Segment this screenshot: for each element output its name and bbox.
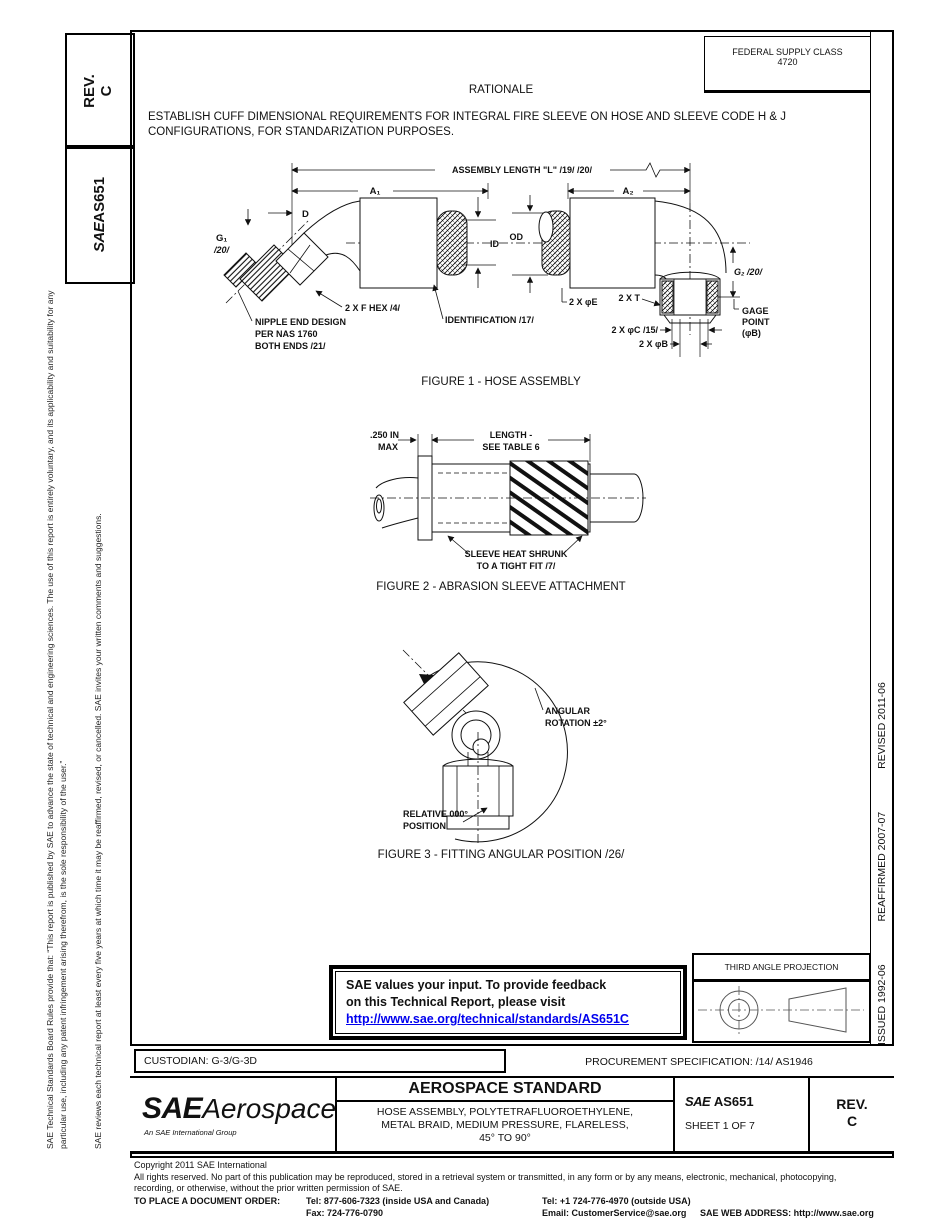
rights-line1: All rights reserved. No part of this pub… xyxy=(134,1171,837,1182)
federal-supply-class-code: 4720 xyxy=(777,57,798,67)
fig1-label-nipple3: BOTH ENDS /21/ xyxy=(255,341,326,351)
feedback-link[interactable]: http://www.sae.org/technical/standards/A… xyxy=(346,1012,629,1026)
main-frame xyxy=(130,30,894,1158)
fig1-label-g1-ref: /20/ xyxy=(213,245,231,255)
footer: Copyright 2011 SAE International All rig… xyxy=(134,1160,894,1224)
fig2-label-sleeve1: SLEEVE HEAT SHRUNK xyxy=(465,549,568,559)
fig1-label-nipple2: PER NAS 1760 xyxy=(255,329,318,339)
rationale-text: ESTABLISH CUFF DIMENSIONAL REQUIREMENTS … xyxy=(148,111,786,138)
fig1-label-t: 2 X T xyxy=(618,293,640,303)
doc-number-sae-logo: SAE xyxy=(685,1094,711,1109)
fig1-label-assembly-length: ASSEMBLY LENGTH "L" /19/ /20/ xyxy=(452,165,593,175)
rationale-heading: RATIONALE xyxy=(468,84,534,96)
right-sidebar-divider xyxy=(870,30,871,1046)
third-angle-symbol xyxy=(698,986,864,1034)
fig1-label-od: OD xyxy=(510,232,524,242)
third-angle-projection-title: THIRD ANGLE PROJECTION xyxy=(694,955,869,982)
sidebar-review-note: SAE reviews each technical report at lea… xyxy=(90,287,106,1149)
rev-cell-value: C xyxy=(846,1113,858,1129)
custodian-cell: CUSTODIAN: G-3/G-3D xyxy=(134,1049,506,1073)
sae-logo-small: SAE xyxy=(91,222,108,253)
email-address: Email: CustomerService@sae.org xyxy=(542,1208,687,1218)
fig1-label-phi-c: 2 X φC /15/ xyxy=(612,325,659,335)
fig1-label-gage2: POINT xyxy=(742,317,770,327)
fig1-label-gage1: GAGE xyxy=(742,306,769,316)
rev-cell-label: REV. xyxy=(836,1096,868,1112)
aerospace-standard-heading: AEROSPACE STANDARD xyxy=(337,1078,673,1102)
figure2-caption: FIGURE 2 - ABRASION SLEEVE ATTACHMENT xyxy=(376,581,626,593)
title-block: SAEAerospace An SAE International Group … xyxy=(130,1078,894,1154)
fig1-label-hex: 2 X F HEX /4/ xyxy=(345,303,401,313)
rev-box: REV.C xyxy=(65,33,135,149)
custodian-row: CUSTODIAN: G-3/G-3D PROCUREMENT SPECIFIC… xyxy=(130,1044,894,1078)
document-subtitle-line1: HOSE ASSEMBLY, POLYTETRAFLUOROETHYLENE, xyxy=(376,1106,634,1118)
sae-aerospace-logo-sae: SAE xyxy=(142,1092,203,1125)
sae-aerospace-logo-tagline: An SAE International Group xyxy=(144,1128,237,1137)
third-angle-projection-box: THIRD ANGLE PROJECTION xyxy=(692,953,871,1043)
fig3-label-angular2: ROTATION ±2° xyxy=(545,718,607,728)
figure2-drawing: .250 IN MAX LENGTH - SEE TABLE 6 SLEEVE … xyxy=(370,430,646,571)
fig1-label-phi-e: 2 X φE xyxy=(569,297,597,307)
sidebar-disclaimer: SAE Technical Standards Board Rules prov… xyxy=(44,287,76,1149)
fig2-label-length2: SEE TABLE 6 xyxy=(482,442,539,452)
tel-inside: Tel: 877-606-7323 (inside USA and Canada… xyxy=(306,1196,490,1206)
fig2-label-max2: MAX xyxy=(378,442,398,452)
fig1-label-identification: IDENTIFICATION /17/ xyxy=(445,315,534,325)
document-subtitle-line3: 45° TO 90° xyxy=(479,1132,531,1144)
fax-number: Fax: 724-776-0790 xyxy=(306,1208,384,1218)
fig1-label-d: D xyxy=(302,209,309,220)
fig1-label-g2: G₂ /20/ xyxy=(734,267,763,277)
fig3-label-angular1: ANGULAR xyxy=(545,706,590,716)
figure1-drawing: ASSEMBLY LENGTH "L" /19/ /20/ A₁ A₂ D G₁… xyxy=(213,162,770,357)
doc-number-text: AS651 xyxy=(713,1094,754,1109)
procurement-cell: PROCUREMENT SPECIFICATION: /14/ AS1946 xyxy=(585,1056,813,1068)
feedback-line1: SAE values your input. To provide feedba… xyxy=(346,978,607,992)
sidebar-review-note-text: SAE reviews each technical report at lea… xyxy=(93,513,103,1149)
rev-box-text: REV.C xyxy=(81,74,115,108)
feedback-line2: on this Technical Report, please visit xyxy=(346,995,566,1009)
federal-supply-class-box: FEDERAL SUPPLY CLASS 4720 xyxy=(704,36,871,93)
fig1-label-a1: A₁ xyxy=(370,186,381,197)
revision-history-text: ISSUED 1992-06 REAFFIRMED 2007-07 REVISE… xyxy=(871,600,893,1045)
standard-title-cell: AEROSPACE STANDARD HOSE ASSEMBLY, POLYTE… xyxy=(335,1078,675,1151)
fig1-label-a2: A₂ xyxy=(622,186,633,197)
sae-aerospace-logo-cell: SAEAerospace An SAE International Group xyxy=(130,1078,337,1151)
fig2-label-length1: LENGTH - xyxy=(490,430,533,440)
figure1-caption: FIGURE 1 - HOSE ASSEMBLY xyxy=(421,376,581,388)
doc-code-box: SAEAS651 xyxy=(65,145,135,284)
feedback-box: SAE values your input. To provide feedba… xyxy=(329,965,687,1040)
doc-number-cell: SAE AS651 SHEET 1 OF 7 xyxy=(675,1078,808,1151)
order-label: TO PLACE A DOCUMENT ORDER: xyxy=(134,1196,281,1206)
sidebar-disclaimer-text: SAE Technical Standards Board Rules prov… xyxy=(45,290,68,1149)
fig1-label-g1: G₁ xyxy=(216,233,227,244)
tel-outside: Tel: +1 724-776-4970 (outside USA) xyxy=(542,1196,691,1206)
reaffirmed-text: REAFFIRMED 2007-07 xyxy=(876,811,888,922)
issued-text: ISSUED 1992-06 xyxy=(876,964,888,1045)
doc-code-text: SAEAS651 xyxy=(87,147,113,282)
figure3-caption: FIGURE 3 - FITTING ANGULAR POSITION /26/ xyxy=(377,849,625,861)
fig1-label-gage3: (φB) xyxy=(742,328,761,338)
doc-code-number: AS651 xyxy=(91,176,108,223)
sae-aerospace-logo-name: Aerospace xyxy=(202,1093,337,1124)
revised-text: REVISED 2011-06 xyxy=(876,682,888,769)
figure3-drawing: ANGULAR ROTATION ±2° RELATIVE 000° POSIT… xyxy=(402,649,607,846)
document-subtitle: HOSE ASSEMBLY, POLYTETRAFLUOROETHYLENE, … xyxy=(337,1102,673,1145)
fig1-label-phi-b: 2 X φB xyxy=(639,339,668,349)
fig2-label-max1: .250 IN xyxy=(370,430,399,440)
copyright-line: Copyright 2011 SAE International xyxy=(134,1160,267,1170)
right-sidebar-revision-history: ISSUED 1992-06 REAFFIRMED 2007-07 REVISE… xyxy=(871,30,893,1045)
federal-supply-class-label: FEDERAL SUPPLY CLASS xyxy=(732,47,843,57)
fig3-label-relative1: RELATIVE 000° xyxy=(403,809,468,819)
sheet-number: SHEET 1 OF 7 xyxy=(685,1120,755,1132)
fig1-label-nipple1: NIPPLE END DESIGN xyxy=(255,317,346,327)
fig2-label-sleeve2: TO A TIGHT FIT /7/ xyxy=(477,561,556,571)
rev-cell: REV. C xyxy=(808,1078,894,1151)
fig3-label-relative2: POSITION xyxy=(403,821,446,831)
fig1-label-id: ID xyxy=(490,239,500,249)
rights-line2: recording, or otherwise, without the pri… xyxy=(134,1183,403,1193)
web-address: SAE WEB ADDRESS: http://www.sae.org xyxy=(700,1208,874,1218)
document-subtitle-line2: METAL BRAID, MEDIUM PRESSURE, FLARELESS, xyxy=(381,1119,629,1131)
